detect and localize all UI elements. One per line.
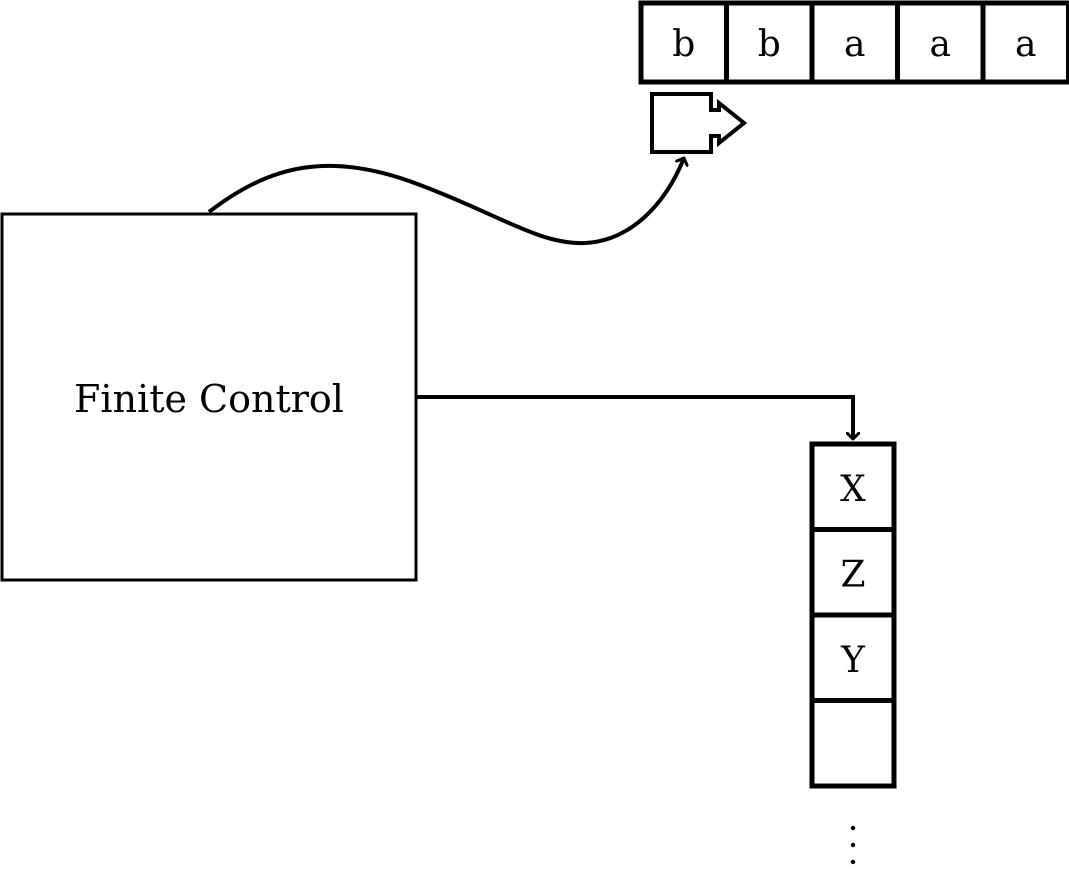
tape-cell: a bbox=[895, 0, 986, 85]
tape-head-icon bbox=[650, 92, 748, 154]
stack-cell: Y bbox=[809, 612, 897, 703]
tape-cell: a bbox=[980, 0, 1069, 85]
tape-symbol: a bbox=[844, 24, 865, 65]
control-to-stack-arrow bbox=[416, 395, 853, 439]
stack: X Z Y bbox=[809, 441, 897, 789]
stack-symbol: Y bbox=[840, 640, 866, 681]
stack-cell bbox=[809, 698, 897, 789]
stack-cell: Z bbox=[809, 527, 897, 618]
tape-symbol: a bbox=[1015, 24, 1036, 65]
stack-continuation-dots bbox=[850, 825, 856, 865]
tape-symbol: a bbox=[930, 24, 951, 65]
stack-symbol: Z bbox=[840, 555, 865, 596]
stack-symbol: X bbox=[840, 469, 866, 510]
tape-cell: a bbox=[809, 0, 900, 85]
control-to-head-arrow bbox=[207, 158, 684, 246]
tape-symbol: b bbox=[672, 24, 695, 65]
finite-control: Finite Control bbox=[0, 212, 418, 582]
tape-cell: b bbox=[724, 0, 815, 85]
tape-cell: b bbox=[638, 0, 729, 85]
finite-control-label: Finite Control bbox=[74, 377, 344, 421]
stack-cell: X bbox=[809, 441, 897, 532]
tape-symbol: b bbox=[758, 24, 781, 65]
